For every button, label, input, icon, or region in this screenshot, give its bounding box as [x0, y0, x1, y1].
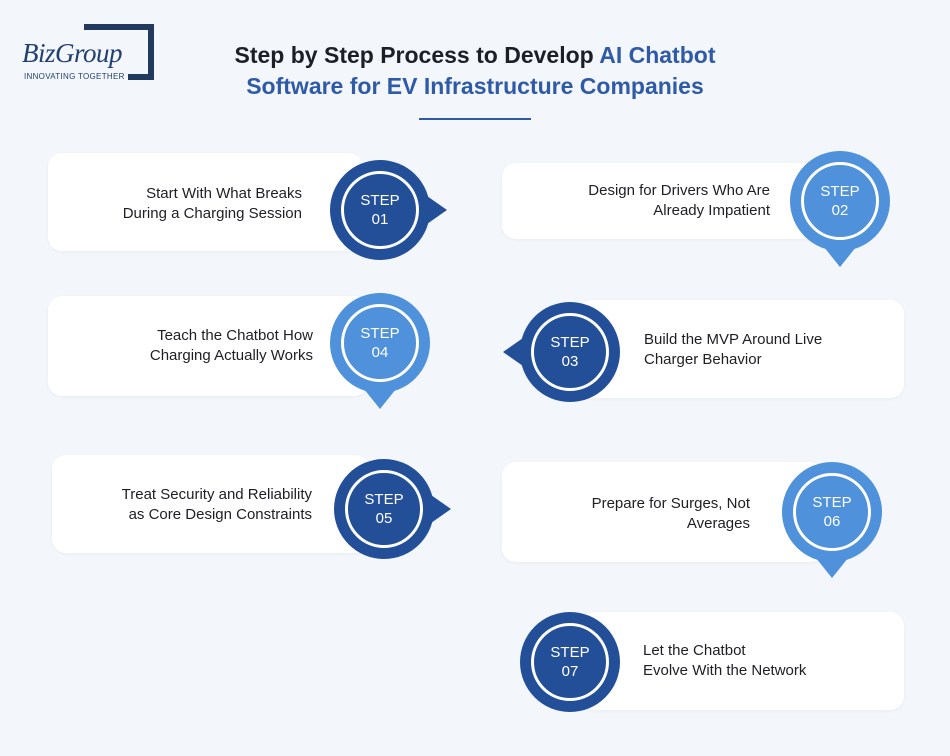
step-05-line2: as Core Design Constraints — [128, 506, 312, 523]
step-03-badge: STEP 03 — [503, 302, 620, 402]
step-02-card — [502, 163, 832, 239]
step-02-line1: Design for Drivers Who Are — [588, 182, 770, 199]
step-03-card — [578, 300, 904, 398]
step-03-word: STEP — [550, 334, 590, 351]
step-04-card — [48, 296, 368, 396]
step-04-line1: Teach the Chatbot How — [157, 327, 313, 344]
step-07-badge: STEP 07 — [520, 612, 620, 712]
step-06-line1: Prepare for Surges, Not — [591, 495, 750, 512]
step-05-number: 05 — [375, 510, 393, 527]
step-01-label: Start With What Breaks During a Charging… — [60, 184, 302, 224]
step-06-word: STEP — [812, 494, 852, 511]
logo-tagline: INNOVATING TOGETHER — [24, 72, 128, 81]
step-05-word: STEP — [364, 491, 404, 508]
step-05-badge: STEP 05 — [334, 459, 451, 559]
step-07-card — [580, 612, 904, 710]
step-02-number: 02 — [831, 202, 849, 219]
step-04-badge: STEP 04 — [330, 293, 430, 409]
step-04-line2: Charging Actually Works — [149, 347, 313, 364]
step-05-label: Treat Security and Reliability as Core D… — [60, 485, 312, 525]
step-06-number: 06 — [823, 513, 841, 530]
step-03-label: Build the MVP Around Live Charger Behavi… — [644, 330, 894, 370]
step-02-label: Design for Drivers Who Are Already Impat… — [520, 181, 770, 221]
arrow-left-icon — [503, 338, 523, 366]
arrow-right-icon — [431, 495, 451, 523]
step-07-label: Let the Chatbot Evolve With the Network — [643, 641, 893, 681]
title-highlight-1: AI Chatbot — [599, 42, 716, 68]
title-plain: Step by Step Process to Develop — [234, 42, 600, 68]
step-07-number: 07 — [561, 663, 579, 680]
title-highlight-2: Software for EV Infrastructure Companies — [246, 73, 704, 99]
arrow-down-icon — [824, 247, 856, 267]
step-01-number: 01 — [371, 211, 389, 228]
step-06-badge: STEP 06 — [782, 462, 882, 578]
step-01-line2: During a Charging Session — [122, 205, 302, 222]
page-title: Step by Step Process to Develop AI Chatb… — [0, 40, 950, 102]
step-01-line1: Start With What Breaks — [146, 185, 302, 202]
step-02-word: STEP — [820, 183, 860, 200]
step-02-line2: Already Impatient — [653, 202, 770, 219]
step-07-line2: Evolve With the Network — [643, 662, 807, 679]
step-05-card — [52, 455, 370, 553]
title-underline — [419, 118, 531, 120]
step-03-line1: Build the MVP Around Live — [644, 331, 823, 348]
step-06-label: Prepare for Surges, Not Averages — [520, 494, 750, 534]
arrow-right-icon — [427, 196, 447, 224]
step-02-badge: STEP 02 — [790, 151, 890, 267]
step-04-number: 04 — [371, 344, 389, 361]
step-06-card — [502, 462, 824, 562]
company-logo: BizGroup INNOVATING TOGETHER — [22, 24, 158, 84]
arrow-down-icon — [816, 558, 848, 578]
step-06-line2: Averages — [686, 515, 750, 532]
arrow-down-icon — [364, 389, 396, 409]
step-07-line1: Let the Chatbot — [643, 642, 746, 659]
step-01-badge: STEP 01 — [330, 160, 447, 260]
step-07-word: STEP — [550, 644, 590, 661]
step-01-word: STEP — [360, 192, 400, 209]
step-03-number: 03 — [561, 353, 579, 370]
step-04-label: Teach the Chatbot How Charging Actually … — [60, 326, 313, 366]
step-05-line1: Treat Security and Reliability — [121, 486, 312, 503]
step-01-card — [48, 153, 363, 251]
step-03-line2: Charger Behavior — [644, 351, 762, 368]
step-04-word: STEP — [360, 325, 400, 342]
logo-wordmark: BizGroup — [22, 38, 125, 69]
